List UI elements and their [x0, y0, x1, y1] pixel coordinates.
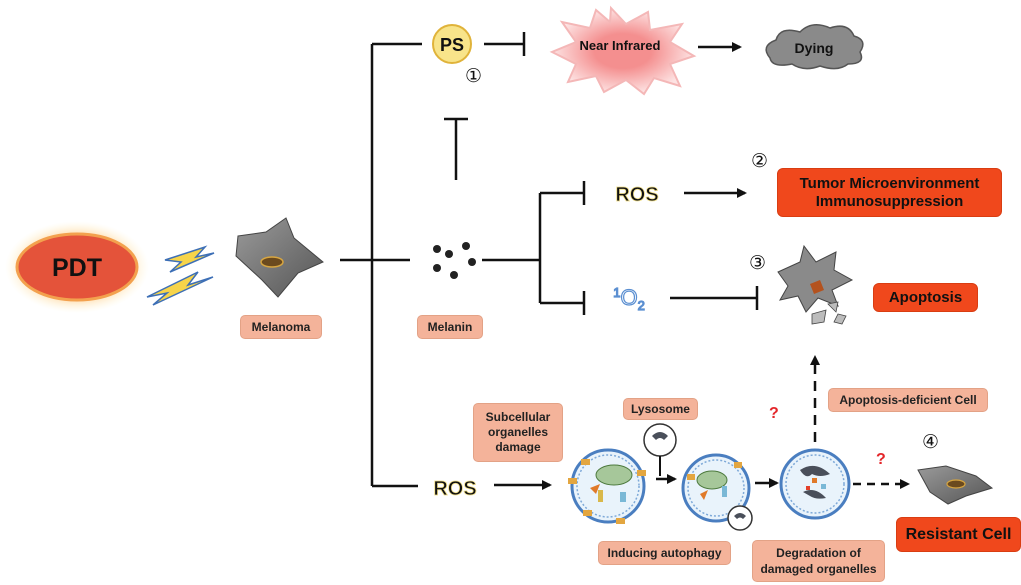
apoptosis-deficient-box: Apoptosis-deficient Cell: [828, 388, 988, 412]
degradation-box: Degradation of damaged organelles: [752, 540, 885, 582]
melanoma-cell: [235, 217, 324, 298]
subcellular-line3: damage: [495, 440, 541, 454]
inducing-autophagy-label: Inducing autophagy: [607, 546, 722, 560]
lysosome-box: Lysosome: [623, 398, 698, 420]
resistant-cell-box: Resistant Cell: [896, 517, 1021, 552]
singlet-oxygen-label: 1O2: [613, 285, 645, 313]
near-infrared-burst: Near Infrared: [549, 5, 697, 96]
autolysosome: [779, 448, 851, 520]
apoptosis-deficient-label: Apoptosis-deficient Cell: [839, 393, 977, 407]
dying-cloud: Dying: [765, 24, 864, 70]
resistant-cell: [917, 465, 994, 505]
ros-bottom-label: ROS: [433, 478, 476, 500]
marker-2: ②: [751, 150, 769, 172]
question-mark-upper: ?: [769, 405, 779, 422]
lysosome-icon: [643, 423, 677, 476]
branch-lines: [340, 32, 759, 488]
lightning-icon: [146, 245, 215, 306]
inducing-autophagy-box: Inducing autophagy: [598, 541, 731, 565]
melanoma-label-box: Melanoma: [240, 315, 322, 339]
near-infrared-label: Near Infrared: [580, 38, 661, 53]
ps-node: PS: [432, 24, 472, 64]
marker-1: ①: [465, 65, 483, 87]
apoptotic-cell: [777, 244, 854, 325]
lysosome-label: Lysosome: [631, 402, 690, 416]
melanoma-label: Melanoma: [251, 320, 311, 334]
subcellular-line1: Subcellular: [485, 410, 551, 424]
melanin-label: Melanin: [427, 320, 473, 334]
degradation-line1: Degradation of: [776, 546, 861, 560]
singlet-oxygen-sup: 1: [613, 285, 620, 300]
melanin-dots: [433, 242, 476, 279]
ros-top-label: ROS: [615, 184, 658, 206]
resistant-cell-label: Resistant Cell: [905, 525, 1012, 543]
marker-4: ④: [922, 431, 940, 453]
tumor-box: Tumor Microenvironment Immunosuppression: [777, 168, 1002, 217]
subcellular-line2: organelles: [487, 425, 549, 439]
ps-label: PS: [440, 35, 464, 55]
apoptosis-label: Apoptosis: [888, 289, 963, 306]
apoptosis-box: Apoptosis: [873, 283, 978, 312]
autophagy-stage2: [681, 453, 753, 531]
pdt-label: PDT: [52, 254, 102, 282]
degradation-line2: damaged organelles: [760, 562, 877, 576]
autophagy-stage1: [568, 448, 646, 524]
question-mark-lower: ?: [876, 451, 886, 468]
melanin-label-box: Melanin: [417, 315, 483, 339]
tumor-line1: Tumor Microenvironment: [799, 174, 980, 192]
subcellular-box: Subcellular organelles damage: [473, 403, 563, 462]
tumor-line2: Immunosuppression: [815, 192, 964, 210]
dying-label: Dying: [795, 40, 834, 56]
singlet-oxygen-sub: 2: [638, 298, 645, 313]
singlet-oxygen-base: O: [620, 285, 637, 310]
marker-3: ③: [749, 252, 767, 274]
pdt-node: PDT: [5, 221, 149, 313]
arrows: [494, 42, 910, 490]
